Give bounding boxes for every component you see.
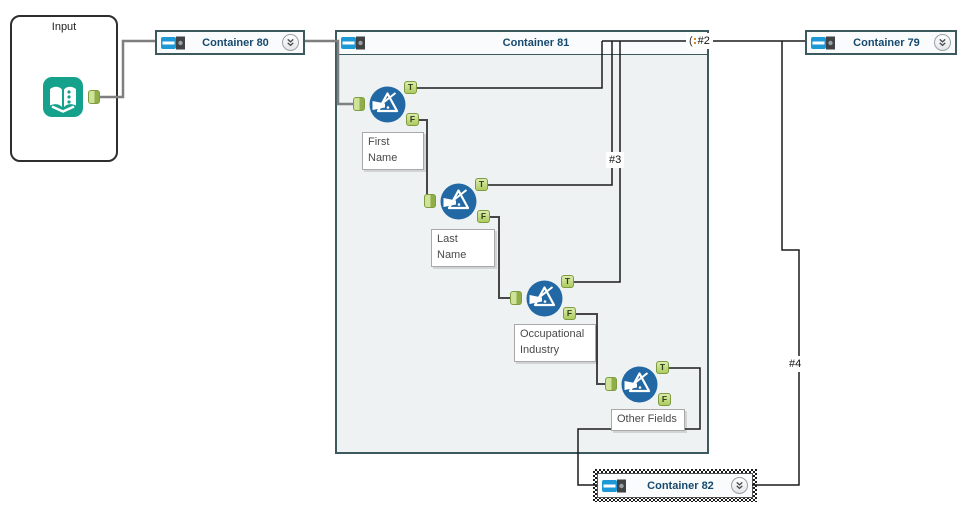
true-anchor[interactable]: T <box>404 81 417 94</box>
tool-annotation[interactable]: Other Fields <box>611 409 685 431</box>
connection-label-4[interactable]: #4 <box>786 356 805 373</box>
container-icon <box>341 36 365 50</box>
true-anchor[interactable]: T <box>656 361 669 374</box>
filter-tool[interactable] <box>621 366 658 403</box>
container-icon <box>602 479 626 492</box>
chevron-double-down-icon <box>939 38 946 47</box>
input-container-title: Input <box>51 21 77 33</box>
input-anchor[interactable] <box>424 194 436 208</box>
tool-annotation[interactable]: First Name <box>362 132 424 170</box>
container-82-title: Container 82 <box>647 479 714 492</box>
input-anchor[interactable] <box>605 377 617 391</box>
false-anchor[interactable]: F <box>563 307 576 320</box>
container-81-header[interactable]: Container 81 <box>337 32 707 55</box>
chevron-double-down-icon <box>736 481 743 490</box>
container-81-title: Container 81 <box>502 37 570 49</box>
chevron-double-down-icon <box>287 38 294 47</box>
connection-label-2[interactable]: (#2 <box>686 33 713 50</box>
container-80-title: Container 80 <box>202 36 269 49</box>
filter-tool[interactable] <box>440 183 477 220</box>
input-data-tool[interactable] <box>42 76 84 118</box>
expand-container-button[interactable] <box>934 34 951 51</box>
container-icon <box>161 36 185 49</box>
filter-tool[interactable] <box>369 86 406 123</box>
orange-dots-icon <box>693 37 697 46</box>
connection-label-3[interactable]: #3 <box>606 152 625 169</box>
container-80[interactable]: Container 80 <box>155 30 305 55</box>
filter-tool[interactable] <box>526 280 563 317</box>
container-79[interactable]: Container 79 <box>805 30 957 55</box>
container-82[interactable]: Container 82 <box>597 473 753 498</box>
input-tool-output-anchor[interactable] <box>88 90 100 104</box>
container-icon <box>811 36 835 49</box>
false-anchor[interactable]: F <box>406 113 419 126</box>
tool-annotation[interactable]: Occupational Industry <box>514 324 596 362</box>
tool-annotation[interactable]: Last Name <box>431 229 495 267</box>
false-anchor[interactable]: F <box>658 393 671 406</box>
input-anchor[interactable] <box>510 291 522 305</box>
input-anchor[interactable] <box>353 97 365 111</box>
container-79-title: Container 79 <box>853 36 920 49</box>
true-anchor[interactable]: T <box>561 275 574 288</box>
expand-container-button[interactable] <box>282 34 299 51</box>
paren-artifact: ( <box>689 35 693 47</box>
true-anchor[interactable]: T <box>475 178 488 191</box>
container-82-selection: Container 82 <box>593 469 757 502</box>
expand-container-button[interactable] <box>731 477 748 494</box>
false-anchor[interactable]: F <box>477 210 490 223</box>
